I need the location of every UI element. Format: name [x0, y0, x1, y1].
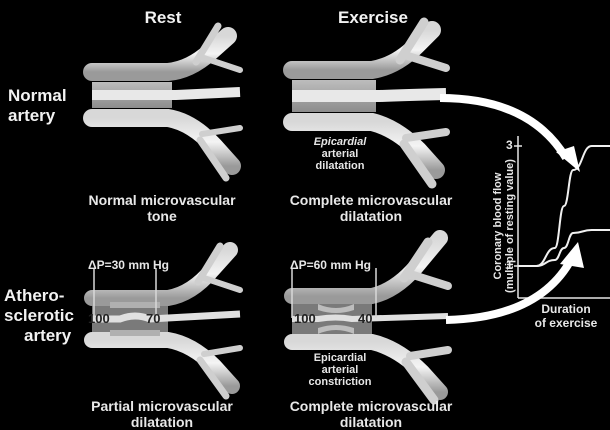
- row-label-athero-line2: sclerotic: [4, 306, 74, 326]
- chart-y-label: Coronary blood flow (multiple of resting…: [492, 136, 516, 316]
- chart-ytick-3: 3: [506, 138, 513, 152]
- row-label-normal: Normal artery: [8, 86, 67, 126]
- pressure-exercise-distal: 40: [358, 311, 372, 326]
- epicardial-constriction-label: Epicardial arterial constriction: [298, 352, 382, 388]
- row-label-athero: Athero- sclerotic artery: [4, 286, 74, 346]
- row-label-normal-line1: Normal: [8, 86, 67, 106]
- epicardial-constriction-line2: arterial: [298, 364, 382, 376]
- chart-x-label: Duration of exercise: [524, 302, 608, 330]
- row-label-athero-line1: Athero-: [4, 286, 74, 306]
- caption-athero-rest: Partial microvascular dilatation: [72, 398, 252, 430]
- caption-athero-exercise: Complete microvascular dilatation: [276, 398, 466, 430]
- pressure-gradient-exercise: ΔP=60 mm Hg: [290, 258, 371, 272]
- pressure-gradient-rest: ΔP=30 mm Hg: [88, 258, 169, 272]
- epicardial-dilatation-line1: Epicardial: [300, 136, 380, 148]
- caption-normal-exercise-line1: Complete microvascular: [276, 192, 466, 208]
- epicardial-constriction-line3: constriction: [298, 376, 382, 388]
- caption-normal-exercise-line2: dilatation: [276, 208, 466, 224]
- caption-normal-exercise: Complete microvascular dilatation: [276, 192, 466, 224]
- pressure-exercise-proximal: 100: [294, 311, 316, 326]
- column-header-rest: Rest: [118, 8, 208, 28]
- row-label-athero-line3: artery: [4, 326, 74, 346]
- caption-athero-exercise-line1: Complete microvascular: [276, 398, 466, 414]
- caption-normal-rest-line2: tone: [72, 208, 252, 224]
- epicardial-dilatation-label: Epicardial arterial dilatation: [300, 136, 380, 172]
- pressure-rest-proximal: 100: [88, 311, 110, 326]
- chart-x-label-line2: of exercise: [524, 316, 608, 330]
- chart-y-label-line2: (multiple of resting value): [504, 136, 516, 316]
- caption-athero-exercise-line2: dilatation: [276, 414, 466, 430]
- chart-y-label-line1: Coronary blood flow: [492, 136, 504, 316]
- caption-normal-rest: Normal microvascular tone: [72, 192, 252, 224]
- row-label-normal-line2: artery: [8, 106, 67, 126]
- vessel-normal-rest: [92, 26, 240, 178]
- column-header-exercise: Exercise: [318, 8, 428, 28]
- epicardial-constriction-line1: Epicardial: [298, 352, 382, 364]
- epicardial-dilatation-line2: arterial: [300, 148, 380, 160]
- chart-x-label-line1: Duration: [524, 302, 608, 316]
- pressure-rest-distal: 70: [146, 311, 160, 326]
- caption-normal-rest-line1: Normal microvascular: [72, 192, 252, 208]
- chart-ytick-1: 1: [506, 258, 513, 272]
- epicardial-dilatation-line3: dilatation: [300, 160, 380, 172]
- caption-athero-rest-line2: dilatation: [72, 414, 252, 430]
- caption-athero-rest-line1: Partial microvascular: [72, 398, 252, 414]
